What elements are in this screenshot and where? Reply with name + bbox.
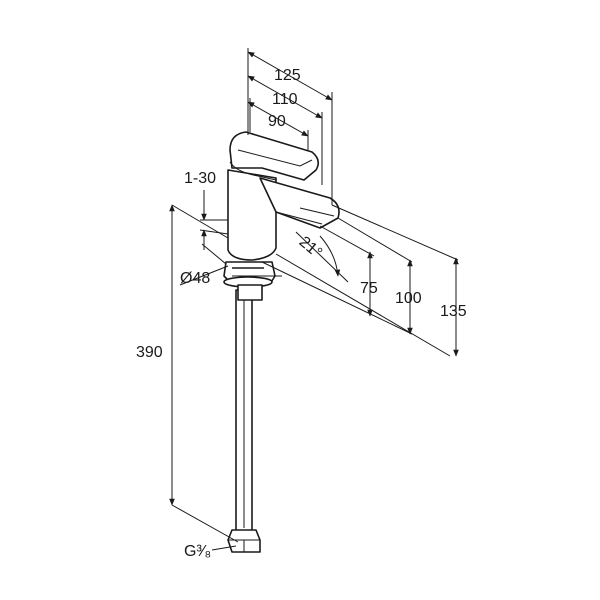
lever-handle	[229, 131, 320, 181]
dim-135-label: 135	[440, 303, 467, 320]
dimension-lines	[169, 48, 459, 551]
spout	[259, 177, 340, 229]
faucet-column	[227, 169, 277, 261]
dim-90-label: 90	[268, 113, 286, 130]
dimension-labels: 125 110 90 1-30 Ø48 390 21° 75 100 135 G…	[136, 67, 467, 560]
dim-1-30-label: 1-30	[184, 170, 216, 187]
dim-390-label: 390	[136, 344, 163, 361]
fixing-rod	[237, 284, 263, 301]
dim-110-label: 110	[272, 91, 298, 108]
faucet-body	[223, 131, 340, 553]
dim-125-label: 125	[274, 67, 301, 84]
dim-21deg-label: 21°	[296, 233, 325, 262]
thread-size-label: G³⁄₈	[184, 543, 211, 560]
dim-phi48-label: Ø48	[180, 270, 210, 287]
dim-75-label: 75	[360, 280, 378, 297]
dim-100-label: 100	[395, 290, 422, 307]
